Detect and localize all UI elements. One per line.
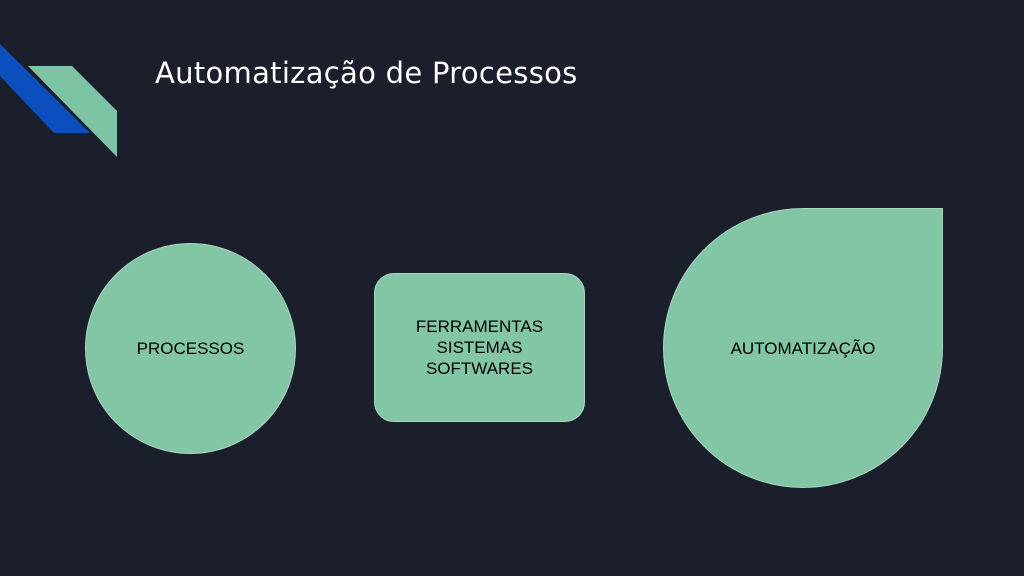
processos-circle: PROCESSOS xyxy=(85,243,296,454)
softwares-line: SOFTWARES xyxy=(425,359,534,378)
ferramentas-box: FERRAMENTAS SISTEMAS SOFTWARES xyxy=(374,273,585,422)
automatizacao-label: AUTOMATIZAÇÃO xyxy=(730,338,876,358)
corner-blue-stripe xyxy=(0,44,90,133)
slide-title: Automatização de Processos xyxy=(155,56,578,90)
automatizacao-teardrop: AUTOMATIZAÇÃO xyxy=(663,208,943,488)
corner-decoration xyxy=(0,44,117,157)
sistemas-line: SISTEMAS xyxy=(436,338,523,357)
corner-green-stripe xyxy=(28,66,117,157)
processos-label: PROCESSOS xyxy=(136,339,245,358)
ferramentas-line: FERRAMENTAS xyxy=(415,317,544,336)
